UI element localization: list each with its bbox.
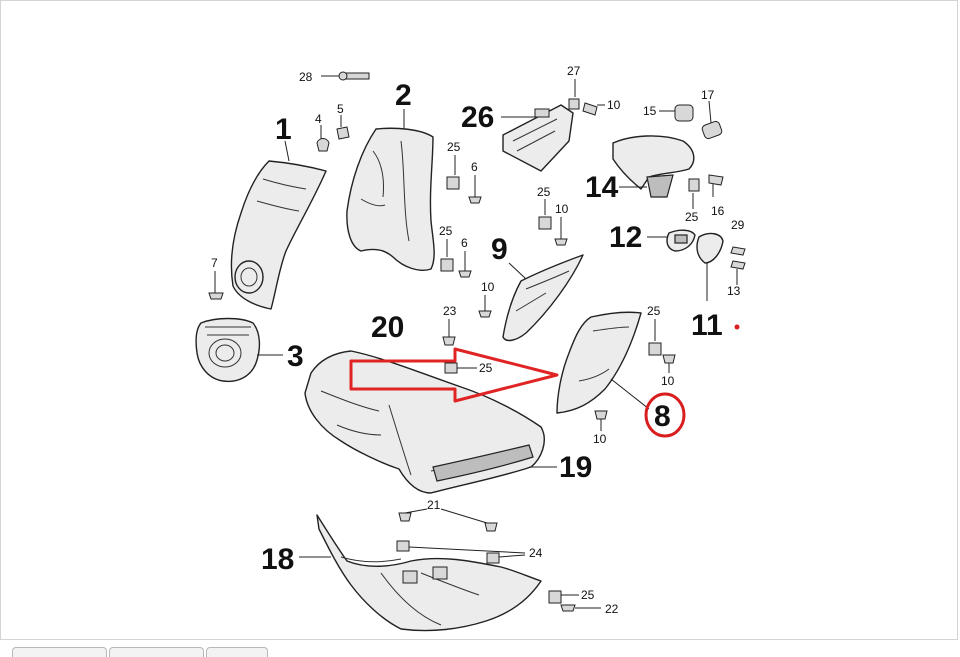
label-part-6-b: 6 <box>461 236 468 250</box>
part-19-floor-panel <box>304 350 557 494</box>
part-8-side-cover <box>556 311 650 414</box>
label-part-2: 2 <box>395 79 412 112</box>
label-part-25-d: 25 <box>479 361 493 375</box>
label-part-3: 3 <box>287 340 304 373</box>
label-part-28: 28 <box>299 70 313 84</box>
label-part-11: 11 <box>691 309 723 342</box>
bottom-tab-2[interactable] <box>109 647 204 657</box>
part-12-lens <box>647 229 696 252</box>
bottom-tab-1[interactable] <box>12 647 107 657</box>
label-part-23: 23 <box>443 304 457 318</box>
label-part-15: 15 <box>643 104 657 118</box>
label-part-14: 14 <box>585 171 619 204</box>
label-part-5: 5 <box>337 102 344 116</box>
exploded-parts-diagram: 1 2 3 8 9 11 12 14 18 19 20 26 28 4 5 25… <box>195 64 746 632</box>
label-part-6-a: 6 <box>471 160 478 174</box>
label-part-13: 13 <box>727 284 741 298</box>
part-14-handlebar-cover <box>612 135 695 198</box>
part-3-headlight-housing <box>195 317 283 383</box>
part-9-side-trim <box>502 254 584 342</box>
part-18-lower-fairing <box>299 514 542 632</box>
label-part-29: 29 <box>731 218 745 232</box>
label-part-4: 4 <box>315 112 322 126</box>
part-26-bracket <box>501 104 574 172</box>
part-1-front-panel <box>230 140 327 310</box>
part-11-cover <box>696 232 724 301</box>
label-part-10-a: 10 <box>555 202 569 216</box>
label-part-18: 18 <box>261 543 294 576</box>
label-part-10-e: 10 <box>593 432 607 446</box>
label-part-22: 22 <box>605 602 619 616</box>
label-part-9: 9 <box>491 233 508 266</box>
diagram-frame: 1 2 3 8 9 11 12 14 18 19 20 26 28 4 5 25… <box>0 0 958 640</box>
red-dot-marker <box>734 324 740 330</box>
label-part-24: 24 <box>529 546 543 560</box>
label-part-27: 27 <box>567 64 581 78</box>
label-part-10-c: 10 <box>607 98 621 112</box>
label-part-25-b: 25 <box>439 224 453 238</box>
bottom-tab-3[interactable] <box>206 647 268 657</box>
highlight-arrow <box>349 347 559 403</box>
label-part-16: 16 <box>711 204 725 218</box>
label-part-1: 1 <box>275 113 292 146</box>
label-part-8: 8 <box>654 400 671 433</box>
label-part-25-a: 25 <box>447 140 461 154</box>
label-part-25-g: 25 <box>581 588 595 602</box>
label-part-19: 19 <box>559 451 592 484</box>
label-part-25-f: 25 <box>647 304 661 318</box>
label-part-20: 20 <box>371 311 404 344</box>
highlight-circle <box>644 392 686 438</box>
label-part-7: 7 <box>211 256 218 270</box>
label-part-26: 26 <box>461 101 494 134</box>
hardware-fasteners <box>208 71 746 612</box>
label-part-10-d: 10 <box>661 374 675 388</box>
label-part-12: 12 <box>609 221 642 254</box>
bottom-tab-strip <box>12 647 268 657</box>
label-part-10-b: 10 <box>481 280 495 294</box>
label-part-21: 21 <box>427 498 441 512</box>
part-2-inner-panel <box>346 109 435 271</box>
label-part-25-c: 25 <box>537 185 551 199</box>
label-part-25-e: 25 <box>685 210 699 224</box>
label-part-17: 17 <box>701 88 715 102</box>
